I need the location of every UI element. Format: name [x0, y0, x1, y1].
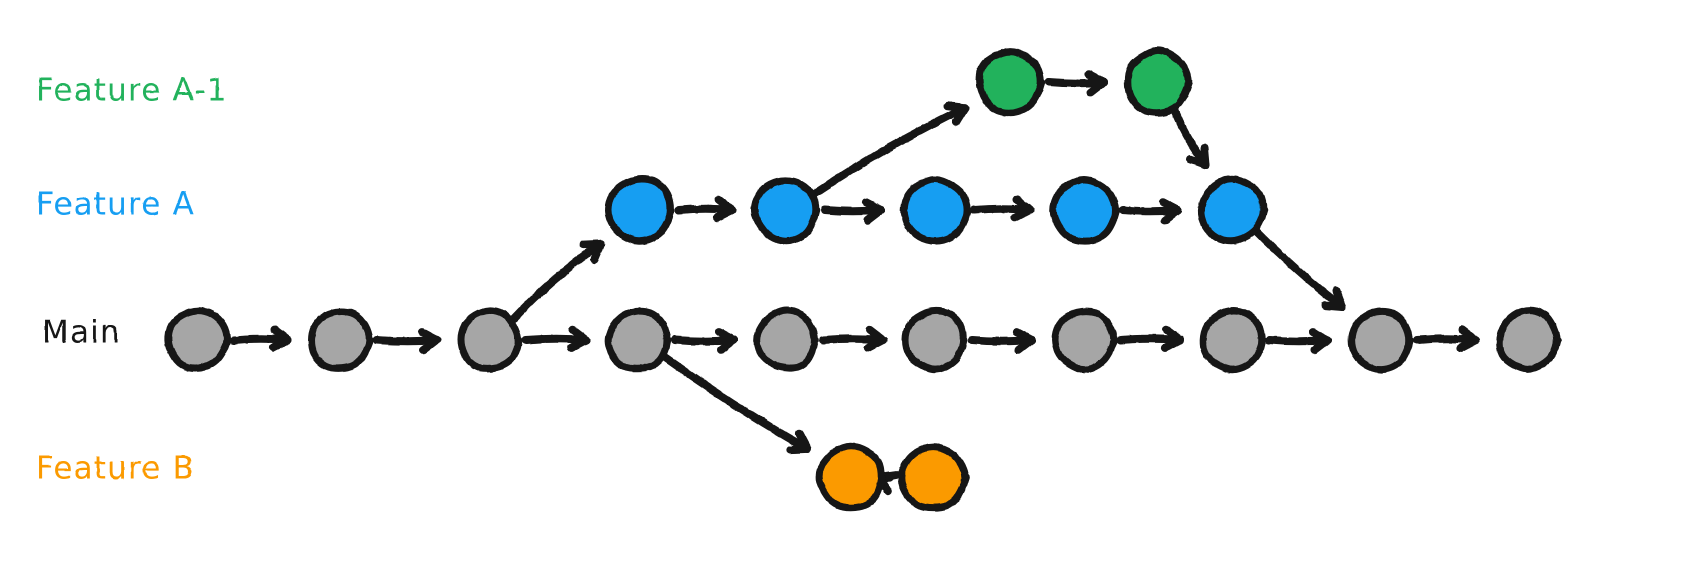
commit-node-main-6[interactable] [902, 307, 968, 374]
commit-node-main-1[interactable] [164, 307, 232, 372]
commit-node-fb-2[interactable] [897, 443, 970, 512]
edge-e-fa-1-2 [675, 195, 736, 222]
commit-node-main-8[interactable] [1199, 306, 1267, 374]
edge-e-main-5-6 [819, 325, 887, 352]
commit-node-fa-4[interactable] [1049, 176, 1121, 245]
commit-node-main-4[interactable] [604, 307, 672, 372]
commit-node-main-7[interactable] [1051, 308, 1119, 374]
commit-node-fa1-2[interactable] [1124, 46, 1193, 117]
edge-e-fa-2-3 [821, 198, 885, 225]
edge-e-merge-a [1253, 228, 1347, 311]
lane-label-feature-a-1: Feature A-1 [36, 73, 228, 109]
edge-e-branch-b [660, 353, 812, 454]
commit-node-fa-1[interactable] [604, 175, 675, 245]
commit-node-main-10[interactable] [1496, 306, 1562, 373]
edge-e-fa1-1-2 [1045, 70, 1108, 97]
commit-node-main-5[interactable] [753, 306, 819, 372]
edge-e-main-9-10 [1413, 325, 1480, 352]
edge-e-main-3-4 [522, 325, 590, 352]
edges-layer [230, 70, 1480, 496]
commit-node-main-3[interactable] [457, 306, 523, 372]
edge-e-branch-a [509, 239, 605, 324]
commit-node-fb-1[interactable] [815, 442, 886, 512]
nodes-layer [164, 46, 1562, 512]
edge-e-main-4-5 [671, 328, 738, 355]
edge-e-merge-a1 [1171, 107, 1210, 169]
edge-e-main-8-9 [1265, 328, 1332, 355]
edge-e-main-1-2 [230, 325, 292, 352]
edge-e-fa-3-4 [970, 195, 1034, 222]
commit-node-main-9[interactable] [1348, 307, 1414, 374]
lane-label-feature-a: Feature A [36, 187, 195, 223]
edge-e-main-7-8 [1117, 325, 1184, 352]
commit-node-fa-5[interactable] [1197, 175, 1268, 245]
commit-node-fa1-1[interactable] [976, 48, 1046, 117]
lane-label-feature-b: Feature B [36, 451, 195, 487]
edge-e-fa-4-5 [1119, 198, 1182, 225]
commit-node-fa-2[interactable] [750, 176, 821, 245]
edge-e-main-6-7 [968, 328, 1036, 355]
commit-node-main-2[interactable] [308, 308, 375, 372]
commit-node-fa-3[interactable] [900, 175, 972, 245]
lane-label-main: Main [42, 315, 121, 351]
edge-e-main-2-3 [373, 328, 441, 355]
edge-e-branch-a1 [811, 101, 969, 198]
